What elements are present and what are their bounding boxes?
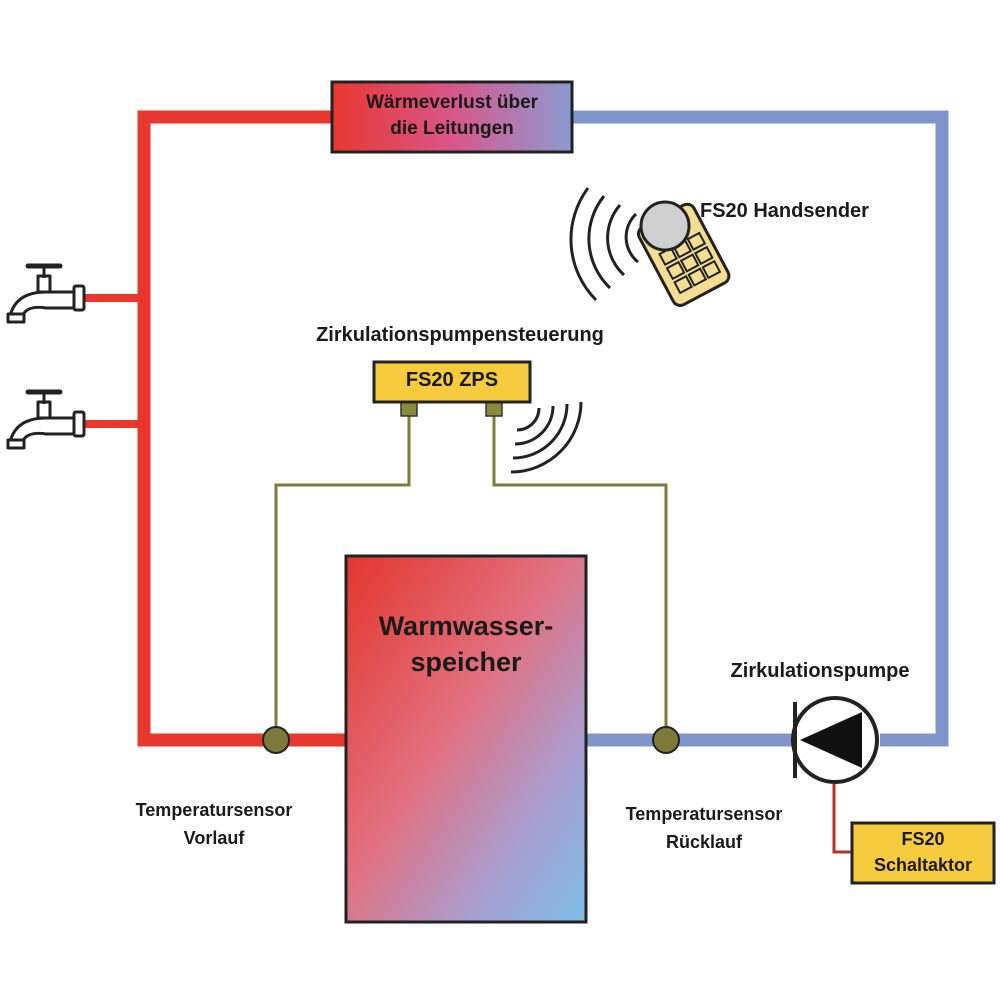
tank-label-line2: speicher (410, 647, 522, 677)
tank-label-line1: Warmwasser- (378, 611, 554, 641)
controller-title: Zirkulationspumpensteuerung (316, 324, 604, 346)
hot-water-pipe (82, 110, 346, 747)
heat-loss-box (330, 80, 574, 154)
zps-label: FS20 ZPS (405, 369, 499, 391)
actuator-label-line2: Schaltaktor (873, 855, 973, 875)
tank-label: Warmwasser- speicher (346, 608, 586, 680)
heat-loss-label-line1: Wärmeverlust über (365, 92, 539, 113)
sensor-supply-label: Temperatursensor Vorlauf (100, 796, 328, 852)
sensor-return-label-line1: Temperatursensor (625, 804, 783, 824)
return-pipe (572, 110, 949, 747)
zps-connector-right (485, 401, 503, 417)
heat-loss-label: Wärmeverlust über die Leitungen (332, 90, 572, 142)
sensor-supply-label-line1: Temperatursensor (135, 800, 293, 820)
handsender-radio-waves-icon (569, 187, 639, 302)
actuator-label: FS20 Schaltaktor (852, 826, 994, 878)
temperature-sensor-supply (262, 726, 290, 754)
circulation-pump-icon (791, 696, 879, 784)
water-tap-icon (6, 263, 86, 324)
temperature-sensor-return (652, 726, 680, 754)
zps-connector-left (400, 401, 418, 417)
actuator-box (850, 821, 996, 885)
actuator-label-line1: FS20 (901, 829, 945, 849)
sensor-supply-label-line2: Vorlauf (183, 828, 245, 848)
handsender-label: FS20 Handsender (700, 200, 869, 222)
water-tap-icon (6, 389, 86, 450)
actuator-wire (832, 784, 852, 854)
zps-box (372, 360, 532, 404)
hot-water-tank (344, 554, 588, 924)
sensor-return-label-line2: Rücklauf (665, 832, 743, 852)
heat-loss-label-line2: die Leitungen (390, 118, 514, 139)
sensor-wires (274, 410, 668, 730)
hand-transmitter-icon (636, 200, 731, 307)
sensor-return-label: Temperatursensor Rücklauf (590, 800, 818, 856)
zps-radio-waves-icon (510, 401, 583, 474)
pump-label: Zirkulationspumpe (730, 660, 910, 682)
